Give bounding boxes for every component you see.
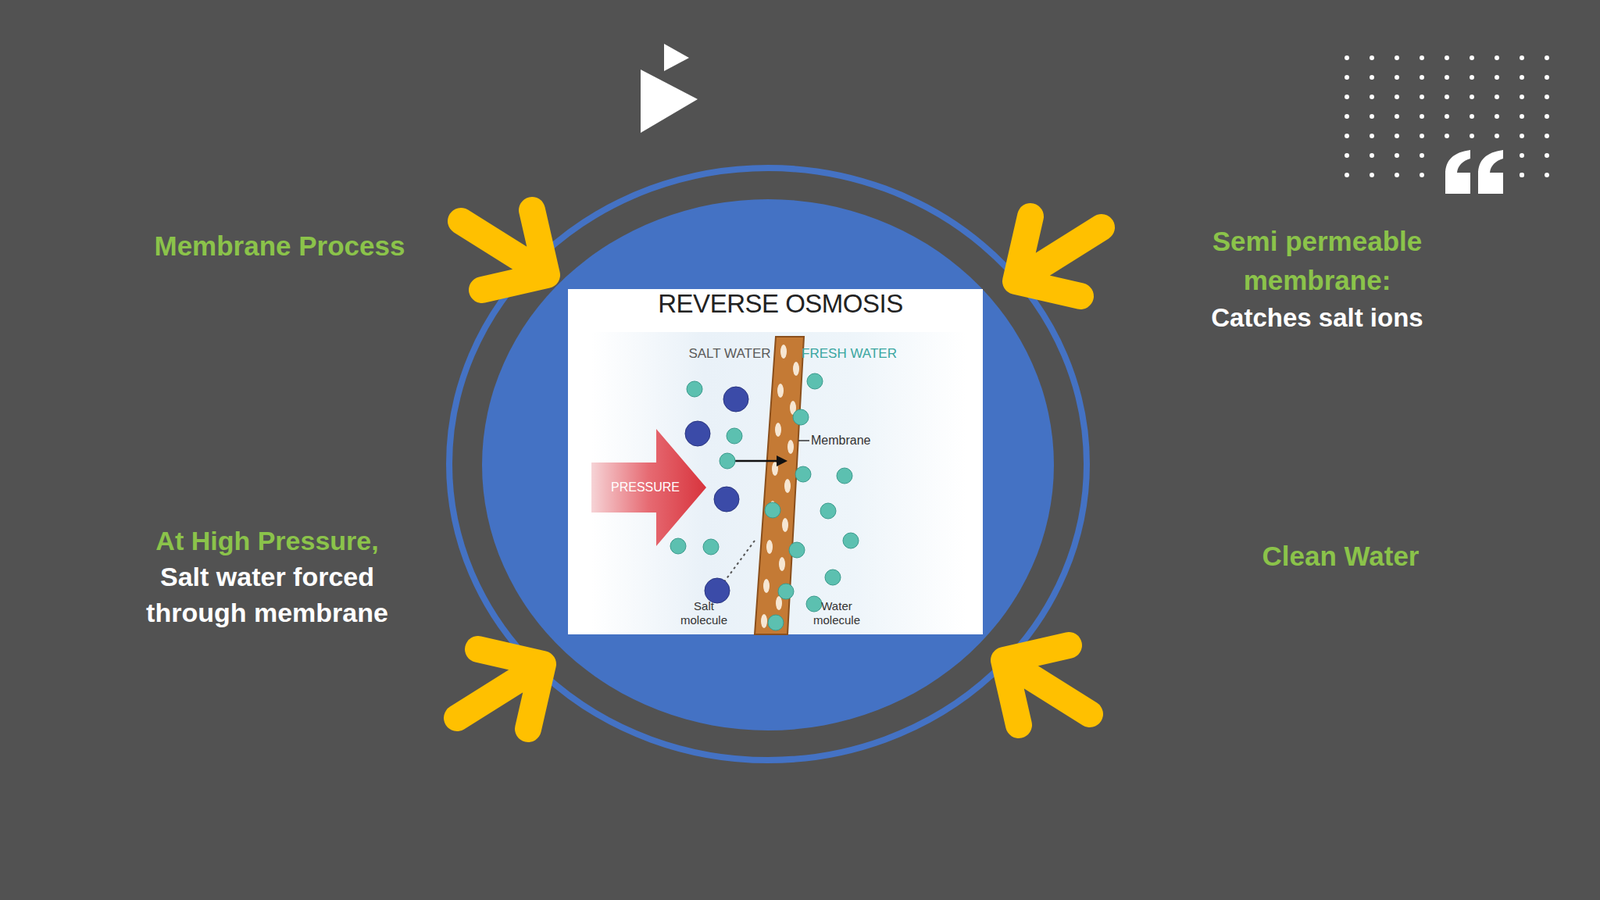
outer-ring — [449, 167, 1087, 761]
logo-triangle — [640, 69, 698, 133]
side-label: FRESH WATER — [786, 346, 912, 362]
legend-label: Salt molecule — [672, 599, 736, 628]
pressure-arrow — [591, 428, 707, 547]
membrane-pores — [760, 344, 800, 629]
inner-disc — [482, 199, 1054, 731]
side-label: SALT WATER — [667, 346, 793, 362]
callout-heading: Membrane Process — [115, 228, 444, 265]
leader-line — [798, 439, 810, 442]
water-background — [591, 332, 967, 635]
membrane — [754, 336, 804, 635]
callout-heading: At High Pressure, — [103, 522, 432, 559]
water-molecules — [670, 373, 859, 631]
flow-arrowhead — [776, 455, 788, 467]
illustration-title: REVERSE OSMOSIS — [616, 288, 945, 320]
logo-triangle — [664, 43, 690, 72]
callout-text: Catches salt ions — [1153, 300, 1482, 336]
quote-backdrop — [1437, 145, 1510, 197]
quote-mark — [1478, 150, 1504, 194]
quote-mark — [1445, 150, 1471, 194]
dotted-path — [723, 540, 755, 583]
callout-heading: Clean Water — [1176, 538, 1505, 575]
flow-arrow — [734, 460, 780, 463]
pointer-arrow — [457, 649, 543, 729]
arrow-label: PRESSURE — [602, 479, 689, 496]
illustration-frame — [567, 289, 983, 635]
pointer-arrow — [1015, 216, 1102, 297]
legend-label: Water molecule — [805, 599, 868, 628]
callout-text: Salt water forced through membrane — [134, 558, 400, 631]
part-label: Membrane — [810, 432, 897, 449]
grid-dot — [1519, 172, 1525, 178]
pointer-arrow — [460, 210, 547, 290]
salt-molecules — [685, 386, 749, 604]
pointer-arrow — [1003, 645, 1090, 725]
callout-heading: Semi permeable membrane: — [1192, 221, 1443, 300]
